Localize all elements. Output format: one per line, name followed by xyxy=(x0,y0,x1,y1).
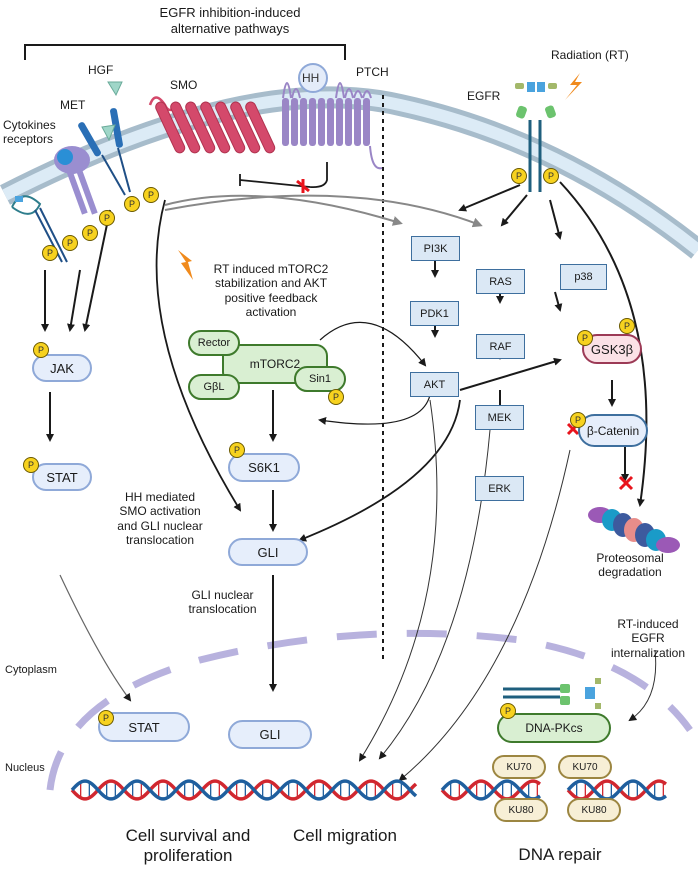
phospho-stat: P xyxy=(23,457,39,473)
cytokines-receptors-label: Cytokines receptors xyxy=(3,118,56,147)
stat-nuclear-node: STAT xyxy=(98,712,190,742)
ku70-node-2: KU70 xyxy=(558,755,612,779)
proteasome-icon xyxy=(588,507,680,553)
phospho-jak: P xyxy=(33,342,49,358)
hh-label: HH xyxy=(302,71,320,85)
ku70-node-1: KU70 xyxy=(492,755,546,779)
rector-node: Rector xyxy=(188,330,240,356)
akt-node: AKT xyxy=(410,372,459,397)
phospho-cytokine-4: P xyxy=(99,210,115,226)
hgf-label: HGF xyxy=(88,63,114,77)
outcome-dna-repair: DNA repair xyxy=(518,845,602,864)
gbl-node: GβL xyxy=(188,374,240,400)
dnapkcs-node: DNA-PKcs xyxy=(497,713,611,743)
dna-helix-main xyxy=(70,779,418,801)
hgf-ligand xyxy=(107,81,123,97)
phospho-gsk3b-1: P xyxy=(577,330,593,346)
phospho-cytokine-3: P xyxy=(82,225,98,241)
mtorc2-annotation: RT induced mTORC2 stabilization and AKT … xyxy=(213,262,329,320)
egfr-internalization-annotation: RT-induced EGFR internalization xyxy=(610,617,686,660)
met-label: MET xyxy=(60,98,86,112)
dna-helices xyxy=(70,779,668,801)
radiation-label: Radiation (RT) xyxy=(551,48,629,62)
ku80-node-2: KU80 xyxy=(567,798,621,822)
phospho-cytokine-2: P xyxy=(62,235,78,251)
ku80-node-1: KU80 xyxy=(494,798,548,822)
raf-node: RAF xyxy=(476,334,525,359)
jak-node: JAK xyxy=(32,354,92,382)
pi3k-node: PI3K xyxy=(411,236,460,261)
header-title: EGFR inhibition-induced alternative path… xyxy=(159,5,301,36)
s6k1-node: S6K1 xyxy=(228,453,300,482)
outcome-survival: Cell survival and proliferation xyxy=(125,826,251,866)
ptch-label: PTCH xyxy=(356,65,389,79)
p38-node: p38 xyxy=(560,264,607,290)
proteasome-annotation: Proteosomal degradation xyxy=(596,551,664,580)
phospho-met-1: P xyxy=(124,196,140,212)
lightning-icon-mtorc2 xyxy=(178,250,193,280)
phospho-egfr-2: P xyxy=(543,168,559,184)
ptch-receptor xyxy=(282,82,383,170)
phospho-sin1: P xyxy=(328,389,344,405)
smo-label: SMO xyxy=(170,78,198,92)
dna-helix-repair-1 xyxy=(440,779,542,801)
phospho-gsk3b-2: P xyxy=(619,318,635,334)
phospho-s6k1: P xyxy=(229,442,245,458)
cytokine-receptor-small xyxy=(11,195,68,263)
cytokine-receptor xyxy=(54,146,98,215)
erk-node: ERK xyxy=(475,476,524,501)
egfr-label: EGFR xyxy=(467,89,501,103)
dna-helix-repair-2 xyxy=(566,779,668,801)
gli-translocation-annotation: GLI nuclear translocation xyxy=(188,588,257,617)
outcome-migration: Cell migration xyxy=(293,826,397,845)
pdk1-node: PDK1 xyxy=(410,301,459,326)
cytoplasm-label: Cytoplasm xyxy=(5,664,57,676)
egfr-receptor xyxy=(515,82,557,192)
nuclear-envelope xyxy=(46,629,693,791)
ras-node: RAS xyxy=(476,269,525,294)
gli-nuclear-node: GLI xyxy=(228,720,312,749)
hh-smo-annotation: HH mediated SMO activation and GLI nucle… xyxy=(117,490,203,548)
smo-receptor xyxy=(148,96,276,154)
met-receptor xyxy=(78,108,131,196)
phospho-stat-nuclear: P xyxy=(98,710,114,726)
beta-catenin-node: β-Catenin xyxy=(578,414,648,447)
ptch-inhibition-line xyxy=(239,162,328,189)
nucleus-label: Nucleus xyxy=(5,762,45,774)
phospho-cytokine-1: P xyxy=(42,245,58,261)
egfr-internalized xyxy=(503,678,601,709)
lightning-icon-rt xyxy=(565,73,582,100)
phospho-beta-catenin: P xyxy=(570,412,586,428)
phospho-dnapkcs: P xyxy=(500,703,516,719)
phospho-egfr-1: P xyxy=(511,168,527,184)
header-bracket xyxy=(24,44,346,60)
sin1-node: Sin1 xyxy=(294,366,346,392)
hgf-ligand-bound xyxy=(101,124,116,142)
phospho-met-2: P xyxy=(143,187,159,203)
gli-node: GLI xyxy=(228,538,308,566)
mek-node: MEK xyxy=(475,405,524,430)
hh-ligand xyxy=(298,63,328,93)
stat-node: STAT xyxy=(32,463,92,491)
inhibit-x-icon xyxy=(296,179,310,193)
